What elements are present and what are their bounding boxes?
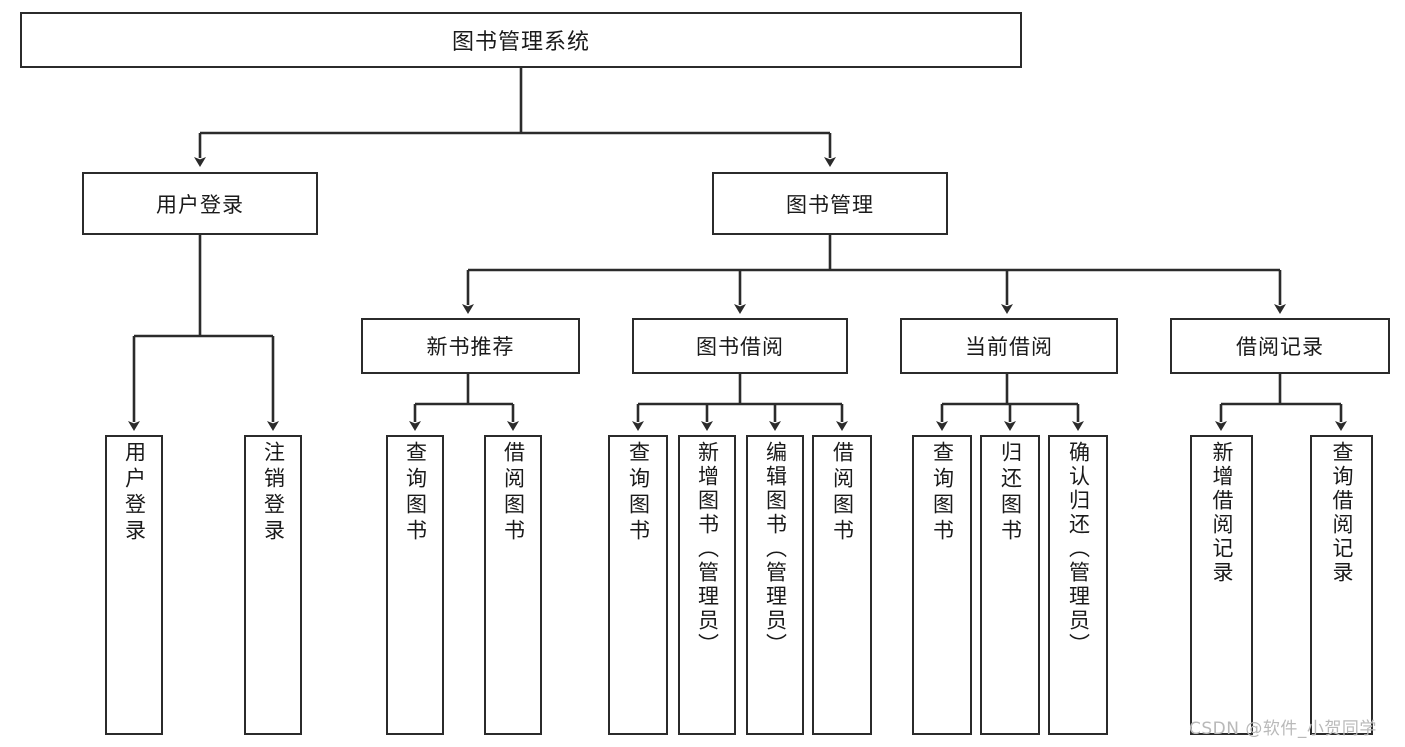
node-new-book-recommend[interactable]: 新书推荐	[361, 318, 580, 374]
leaf-newbook-query-book[interactable]: 查询图书	[386, 435, 444, 735]
leaf-borrow-lend-book[interactable]: 借阅图书	[812, 435, 872, 735]
node-label: 图书管理	[786, 192, 874, 217]
node-label: 注销登录	[261, 441, 286, 545]
node-label: 新增借阅记录	[1210, 441, 1234, 585]
leaf-borrow-add-book-admin[interactable]: 新增图书（管理员）	[678, 435, 736, 735]
watermark-text: CSDN @软件_小贺同学	[1189, 719, 1377, 739]
leaf-current-query-book[interactable]: 查询图书	[912, 435, 972, 735]
node-label: 确认归还（管理员）	[1066, 441, 1091, 657]
leaf-borrow-query-book[interactable]: 查询图书	[608, 435, 668, 735]
leaf-current-return-book[interactable]: 归还图书	[980, 435, 1040, 735]
node-book-borrow[interactable]: 图书借阅	[632, 318, 848, 374]
node-label: 归还图书	[998, 441, 1023, 545]
leaf-borrow-edit-book-admin[interactable]: 编辑图书（管理员）	[746, 435, 804, 735]
node-user-login[interactable]: 用户登录	[82, 172, 318, 235]
node-label: 查询借阅记录	[1330, 441, 1354, 585]
node-label: 图书借阅	[696, 335, 784, 359]
leaf-user-login[interactable]: 用户登录	[105, 435, 163, 735]
node-label: 借阅图书	[501, 441, 526, 545]
node-label: 编辑图书（管理员）	[763, 441, 788, 657]
leaf-newbook-borrow-book[interactable]: 借阅图书	[484, 435, 542, 735]
node-book-management[interactable]: 图书管理	[712, 172, 948, 235]
node-label: 新书推荐	[426, 335, 515, 359]
leaf-record-query-record[interactable]: 查询借阅记录	[1310, 435, 1373, 735]
node-root-system[interactable]: 图书管理系统	[20, 12, 1022, 68]
node-label: 图书管理系统	[451, 30, 590, 55]
node-label: 查询图书	[403, 441, 428, 545]
node-label: 用户登录	[122, 441, 147, 545]
node-label: 当前借阅	[965, 335, 1053, 359]
node-label: 借阅图书	[830, 441, 855, 545]
node-label: 查询图书	[930, 441, 955, 545]
node-label: 用户登录	[156, 192, 244, 217]
leaf-current-confirm-return-admin[interactable]: 确认归还（管理员）	[1048, 435, 1108, 735]
node-label: 查询图书	[626, 441, 651, 545]
leaf-record-add-record[interactable]: 新增借阅记录	[1190, 435, 1253, 735]
node-current-borrow[interactable]: 当前借阅	[900, 318, 1118, 374]
leaf-user-logout[interactable]: 注销登录	[244, 435, 302, 735]
node-label: 新增图书（管理员）	[695, 441, 720, 657]
node-borrow-record[interactable]: 借阅记录	[1170, 318, 1390, 374]
node-label: 借阅记录	[1236, 335, 1324, 359]
